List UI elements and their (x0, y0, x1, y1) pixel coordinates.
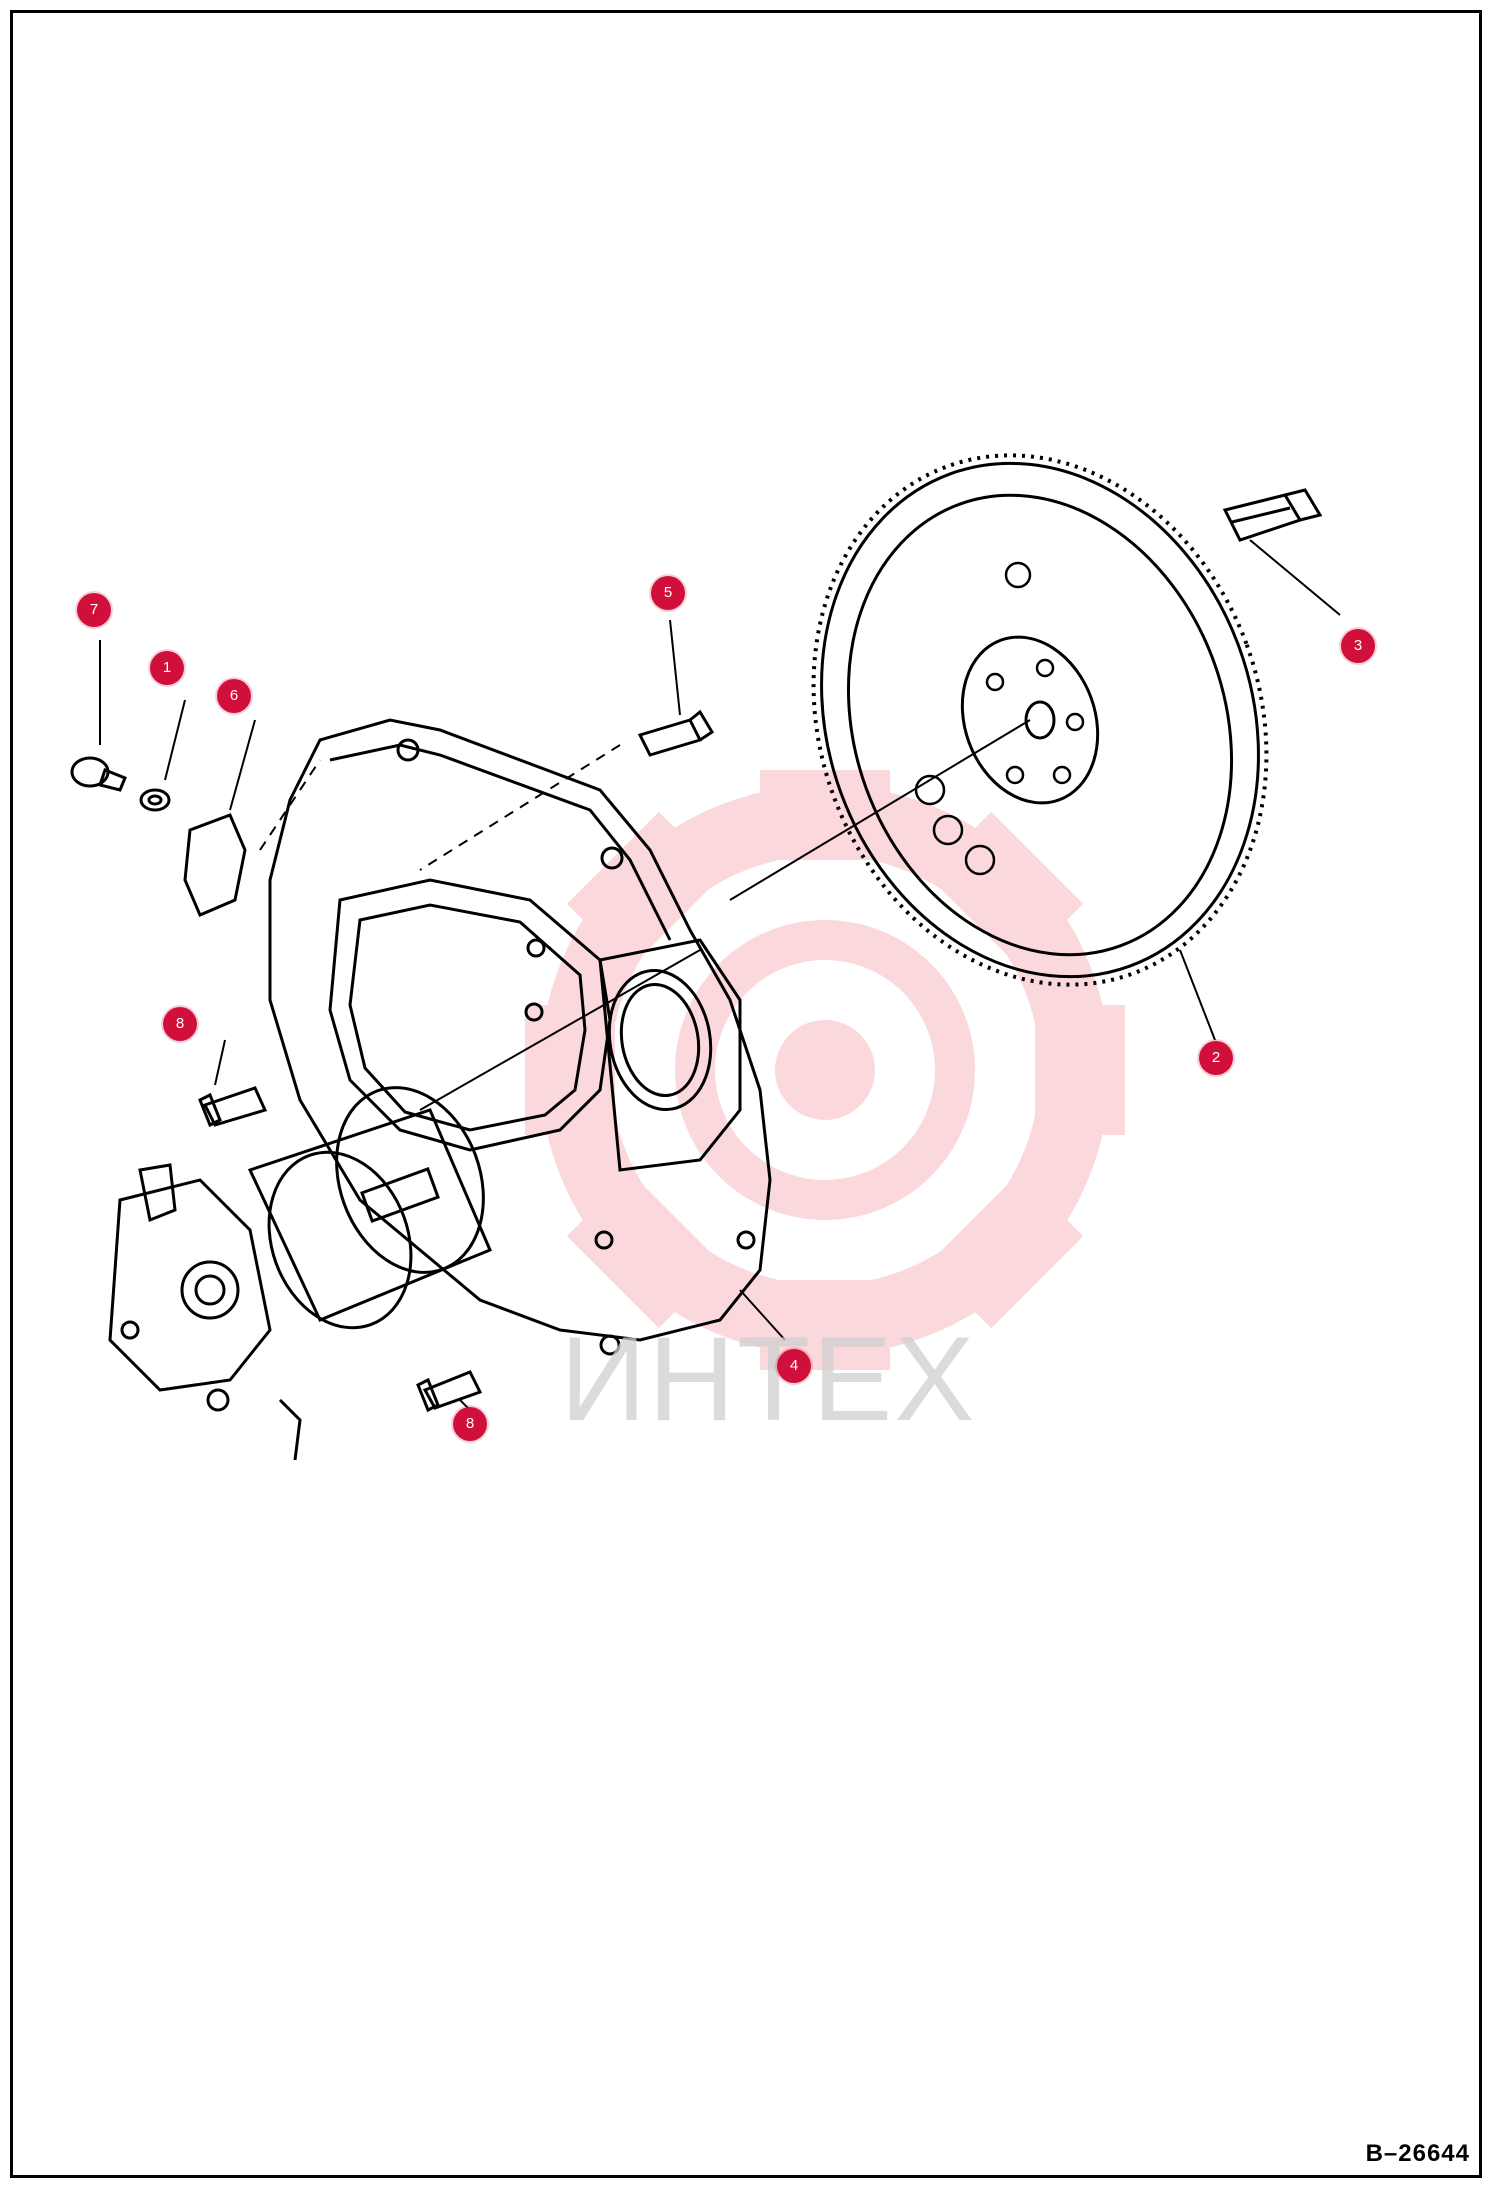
callout-3[interactable]: 3 (1341, 629, 1375, 663)
housing-bolt (637, 619, 715, 757)
bracket (183, 719, 256, 917)
callout-7[interactable]: 7 (77, 593, 111, 627)
callout-8-upper[interactable]: 8 (163, 1007, 197, 1041)
washer (139, 699, 186, 812)
callout-6[interactable]: 6 (217, 679, 251, 713)
drawing-code: B–26644 (1365, 2140, 1470, 2167)
watermark-gear-icon (525, 770, 1125, 1370)
nut (70, 640, 127, 792)
assembly-lines (259, 719, 1216, 1341)
flywheel (811, 453, 1269, 987)
callout-5[interactable]: 5 (651, 576, 685, 610)
callout-2[interactable]: 2 (1199, 1041, 1233, 1075)
callout-1[interactable]: 1 (150, 651, 184, 685)
starter-bolt-upper (198, 1039, 268, 1128)
watermark-text: ИНТЕХ (560, 1312, 977, 1446)
drawing-frame (10, 10, 1482, 2178)
callout-4[interactable]: 4 (777, 1349, 811, 1383)
flywheel-bolt (1222, 488, 1341, 616)
callout-8-lower[interactable]: 8 (453, 1407, 487, 1441)
flywheel-housing (268, 718, 772, 1356)
starter-motor (108, 1086, 492, 1461)
